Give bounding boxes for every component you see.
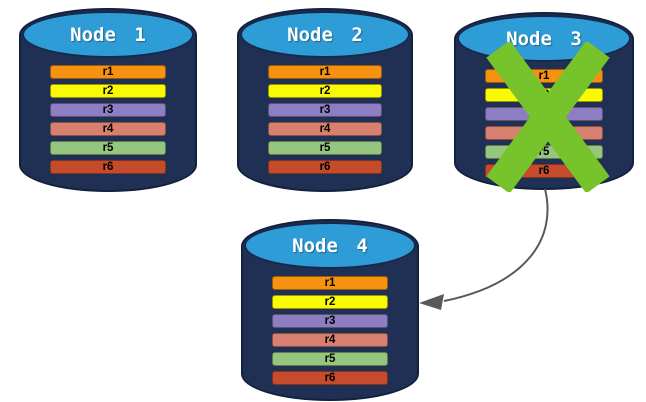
shard-r5: r5: [272, 352, 388, 366]
cylinder-top: Node 1: [22, 11, 194, 58]
shard-r6: r6: [272, 371, 388, 385]
shard-r3: r3: [272, 314, 388, 328]
shard-r6: r6: [268, 160, 382, 174]
node-2-cylinder: Node 2 r1 r2 r3 r4 r5 r6: [237, 8, 413, 192]
shard-r6: r6: [50, 160, 166, 174]
node-title: Node 1: [70, 23, 146, 46]
node-title: Node 4: [292, 234, 368, 257]
shard-r1: r1: [272, 276, 388, 290]
cylinder-top: Node 4: [244, 222, 416, 269]
shard-r2: r2: [272, 295, 388, 309]
arrow-curve: [443, 188, 549, 302]
node-1-cylinder: Node 1 r1 r2 r3 r4 r5 r6: [19, 8, 197, 192]
failure-x-icon: [486, 42, 610, 192]
cylinder-top: Node 3: [457, 15, 631, 62]
shard-r3: r3: [50, 103, 166, 117]
shard-r4: r4: [50, 122, 166, 136]
shard-r2: r2: [268, 84, 382, 98]
arrowhead-icon: [419, 294, 444, 310]
shard-r2: r2: [50, 84, 166, 98]
shard-stack: r1 r2 r3 r4 r5 r6: [268, 65, 382, 179]
node-3-cylinder: Node 3 r1 r2 r3 r4 r5 r6: [454, 12, 634, 192]
shard-r4: r4: [268, 122, 382, 136]
shard-r1: r1: [50, 65, 166, 79]
shard-r4: r4: [272, 333, 388, 347]
shard-stack: r1 r2 r3 r4 r5 r6: [272, 276, 388, 390]
shard-r5: r5: [268, 141, 382, 155]
cylinder-top: Node 2: [240, 11, 410, 58]
node-4-cylinder: Node 4 r1 r2 r3 r4 r5 r6: [241, 219, 419, 401]
node-title: Node 2: [287, 23, 363, 46]
shard-stack: r1 r2 r3 r4 r5 r6: [50, 65, 166, 179]
shard-r3: r3: [268, 103, 382, 117]
node-title: Node 3: [506, 27, 582, 50]
shard-r5: r5: [50, 141, 166, 155]
shard-r1: r1: [268, 65, 382, 79]
